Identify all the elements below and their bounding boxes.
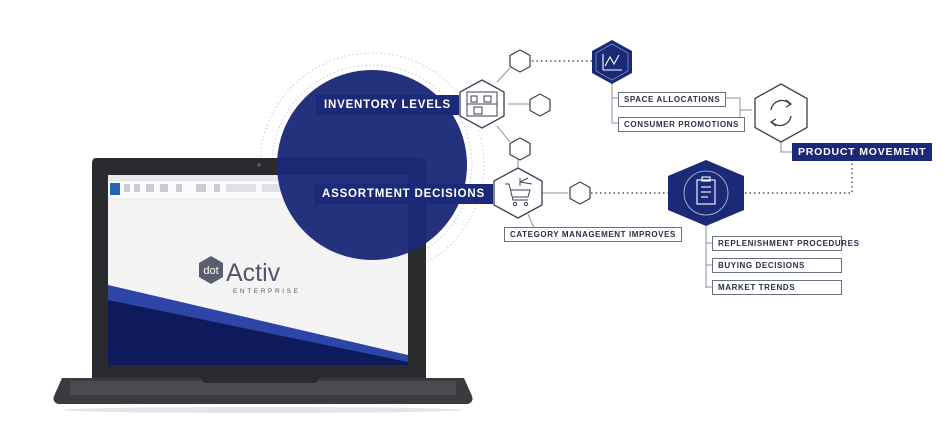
label-buying-decisions: BUYING DECISIONS [712, 258, 842, 273]
cart-node [493, 167, 543, 219]
logo-badge-text: dot [203, 265, 218, 277]
logo-subtitle: ENTERPRISE [233, 288, 301, 295]
logo-name: Activ [226, 259, 281, 287]
small-hexagon [569, 181, 591, 205]
label-replenishment: REPLENISHMENT PROCEDURES [712, 236, 859, 251]
clipboard-node [668, 160, 744, 226]
clipboard-checklist-icon [696, 176, 716, 205]
dotactiv-logo: dot Activ ENTERPRISE [199, 256, 301, 295]
label-inventory-levels: INVENTORY LEVELS [316, 95, 459, 115]
dotted-connectors [532, 60, 853, 194]
ribbon-file-button[interactable] [110, 183, 120, 195]
focus-circle [277, 70, 467, 260]
small-hexagon [509, 137, 531, 161]
label-consumer-promotions: CONSUMER PROMOTIONS [618, 117, 745, 132]
screen-band-navy [108, 300, 408, 365]
small-hexagon [509, 49, 531, 73]
laptop-keyboard [70, 381, 456, 395]
label-product-movement: PRODUCT MOVEMENT [792, 143, 933, 161]
orbit-ring [259, 52, 485, 278]
laptop-shadow [63, 407, 463, 413]
warehouse-node [459, 79, 505, 129]
warehouse-shelves-icon [466, 91, 498, 117]
label-market-trends: MARKET TRENDS [712, 280, 842, 295]
shopping-cart-icon [505, 177, 533, 207]
app-titlebar [108, 175, 408, 181]
laptop-camera [257, 163, 261, 167]
label-space-allocations: SPACE ALLOCATIONS [618, 92, 727, 107]
triangle-chart-icon [602, 54, 622, 71]
logo-hexagon [199, 256, 223, 284]
label-assortment-decisions: ASSORTMENT DECISIONS [314, 184, 493, 204]
label-category-management: CATEGORY MANAGEMENT IMPROVES [504, 227, 682, 242]
chart-node [592, 40, 632, 84]
laptop [53, 158, 473, 413]
small-hexagon [529, 93, 551, 117]
refresh-cycle-icon [769, 99, 793, 127]
cycle-node [754, 83, 808, 143]
